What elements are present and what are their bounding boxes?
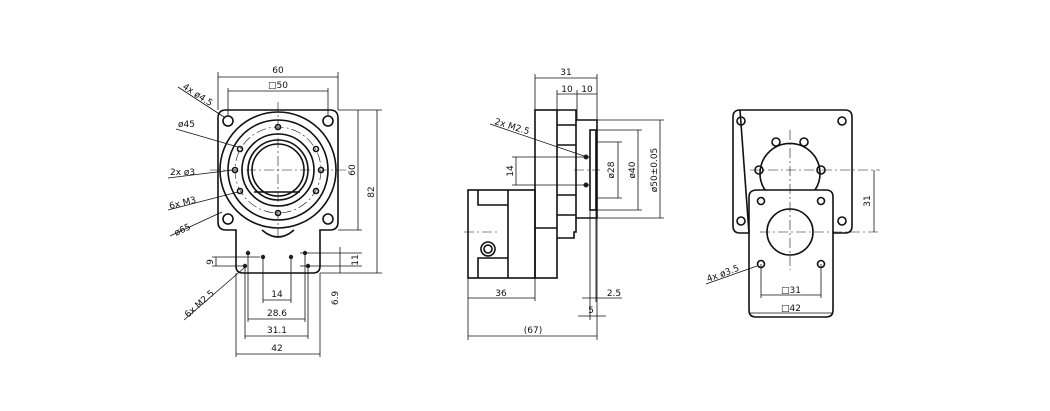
dim-14-side: 14 xyxy=(506,165,516,177)
dim-square-42: □42 xyxy=(781,304,801,314)
front-view: 60 □50 60 82 4x ø4.5 ø45 2x ø3 6x M3 ø65… xyxy=(167,66,382,357)
dim-d40: ø40 xyxy=(628,161,638,178)
dim-square-31: □31 xyxy=(781,286,801,296)
dim-6-9: 6.9 xyxy=(331,291,341,306)
dim-42: 42 xyxy=(271,344,282,354)
front-plate-outline xyxy=(217,109,339,274)
m25-holes xyxy=(242,250,311,269)
dim-height-60: 60 xyxy=(348,164,358,176)
dim-31-1: 31.1 xyxy=(267,326,287,336)
dim-d50: ø50±0.05 xyxy=(650,148,660,193)
dim-31-rear: 31 xyxy=(863,195,873,206)
callout-d45: ø45 xyxy=(178,120,195,130)
boss-lugs xyxy=(736,116,847,269)
callout-2x-d3: 2x ø3 xyxy=(170,168,195,178)
dim-67: (67) xyxy=(524,326,542,336)
callout-6x-m3: 6x M3 xyxy=(168,196,197,212)
dim-width-60: 60 xyxy=(272,66,284,76)
rear-view: 31 4x ø3.5 □31 □42 xyxy=(705,109,880,318)
dim-14: 14 xyxy=(271,290,283,300)
callout-6x-m25: 6x M2.5 xyxy=(183,289,216,321)
side-dimension-lines xyxy=(467,74,664,340)
rear-plate xyxy=(732,109,853,234)
rear-dimension-lines xyxy=(705,170,875,314)
dim-height-82: 82 xyxy=(367,186,377,197)
front-dimension-lines xyxy=(167,72,382,357)
dim-10b: 10 xyxy=(581,85,593,95)
side-body xyxy=(467,109,598,279)
dim-square-50: □50 xyxy=(268,81,288,91)
dim-9: 9 xyxy=(206,259,216,265)
callout-d65: ø65 xyxy=(173,222,193,238)
dim-10a: 10 xyxy=(561,85,573,95)
dim-5: 5 xyxy=(588,306,594,316)
dim-31: 31 xyxy=(560,68,571,78)
dim-36: 36 xyxy=(495,289,507,299)
dim-d28: ø28 xyxy=(607,161,617,178)
callout-4x-d35: 4x ø3.5 xyxy=(706,264,741,285)
callout-4x-d45: 4x ø4.5 xyxy=(180,82,214,109)
side-view: 31 10 10 2x M2.5 14 ø28 ø40 ø50±0.05 36 … xyxy=(464,68,664,340)
dim-2-5: 2.5 xyxy=(607,289,621,299)
dim-28-6: 28.6 xyxy=(267,309,287,319)
dim-11: 11 xyxy=(351,254,361,265)
callout-2x-m25: 2x M2.5 xyxy=(493,117,530,137)
motor-plate xyxy=(748,189,834,318)
